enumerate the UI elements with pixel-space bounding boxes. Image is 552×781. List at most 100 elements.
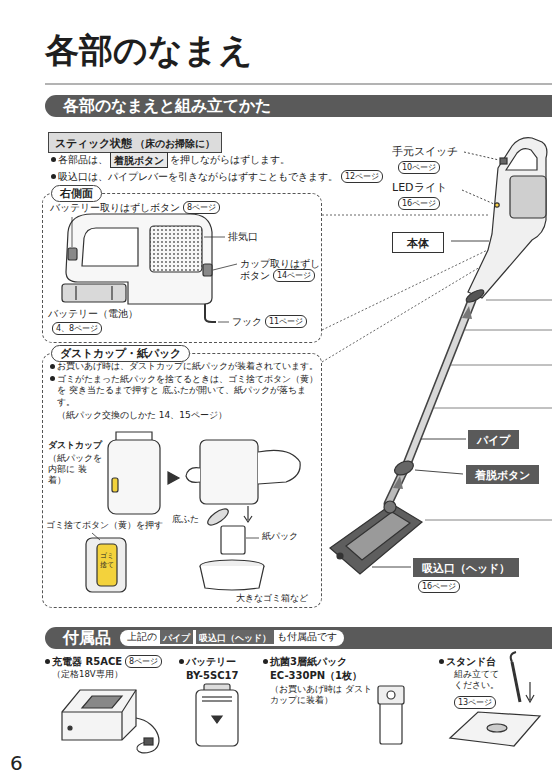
stand (450, 712, 540, 746)
charger (62, 690, 136, 740)
battery-release-button (68, 248, 77, 260)
note-text: も付属品です (277, 631, 337, 643)
bullet-text: 吸込口は、パイプレバーを引きながらはずすこともできます。 (58, 170, 338, 183)
charger (62, 690, 136, 740)
handle-hole (82, 228, 138, 266)
page-ref: 11ページ (265, 315, 307, 328)
button-name-box: 着脱ボタン (110, 152, 168, 168)
box-text: パイプ (477, 434, 510, 446)
paper-bag-accessory (378, 686, 404, 744)
leader-line (92, 533, 100, 540)
paper-bag-accessory (387, 691, 395, 699)
accessory-name: スタンド台 (446, 655, 496, 668)
part-label: 手元スイッチ (392, 145, 458, 159)
yellow-button (112, 478, 118, 492)
accessory-note: （お買いあげ時は ダストカップに装着） (270, 684, 374, 706)
accessory-note: 組み立てて ください。 (454, 669, 504, 691)
bullet-text: 各部品は、 (58, 153, 108, 166)
part-label: 底ふた (172, 514, 199, 526)
dust-cup-clip (116, 432, 152, 440)
part-label: バッテリー取りはずしボタン (50, 202, 180, 214)
box-text: 着脱ボタン (475, 469, 530, 481)
charger (144, 738, 153, 745)
page-ref: 8ページ (125, 655, 162, 668)
accessory-name: 充電器 R5ACE (52, 655, 122, 668)
detail-link (322, 252, 505, 362)
bullet-text: お買いあげ時は、ダストカップに紙パックが装着されています。 (57, 361, 320, 373)
button-icon (86, 538, 126, 592)
note-text: 上記の (127, 631, 157, 643)
charger (62, 690, 159, 753)
step-arrow (168, 472, 179, 484)
leader-line (218, 322, 229, 323)
thumb (186, 468, 200, 483)
accessory-name: バッテリー (186, 655, 236, 668)
part-label: 大きなゴミ箱など (236, 593, 308, 604)
edge-leader (425, 300, 552, 520)
head-wheel (337, 553, 343, 559)
joint-ring (464, 288, 485, 305)
part-label-box: 吸込口（ヘッド） (413, 558, 519, 577)
edge-leader (451, 365, 552, 366)
accessory-name: 抗菌3層紙パック (270, 655, 347, 668)
dust-cup (108, 440, 160, 514)
bullet-dot (439, 659, 444, 664)
mode-tag: スティック状態（床のお掃除に） (48, 132, 222, 153)
page-number: 6 (10, 750, 23, 776)
handle-side-view (62, 214, 216, 322)
insert-arrow (462, 306, 472, 319)
battery-accessory (202, 696, 232, 697)
part-label-box: 着脱ボタン (466, 465, 539, 484)
part-label: （紙パックを 内部に 装着） (48, 453, 104, 486)
bullet-text: ゴミがたまった紙パックを捨てるときは、ゴミ捨てボタン（黄）を 突き当たるまで押す… (57, 374, 320, 409)
bullet-dot (50, 376, 55, 381)
battery-accessory (202, 700, 232, 701)
paper-bag (221, 526, 245, 554)
page-ref: 16ページ (398, 197, 440, 210)
head (330, 504, 422, 574)
part-label-box: パイプ (468, 430, 519, 449)
part-label-box: 吸込口（ヘッド） (196, 630, 274, 644)
vacuum-stick (330, 138, 547, 574)
release-collar (392, 458, 415, 477)
box-text: スティック状態 (55, 137, 132, 150)
note-text: （紙パック交換のしかた 14、15ページ） (57, 410, 227, 422)
part-box: 本体 (392, 232, 444, 253)
edge-leader (434, 408, 552, 409)
part-label: バッテリー（電池） (48, 308, 138, 320)
part-label: 紙パック (262, 531, 298, 543)
insert-arrow (393, 476, 403, 489)
leader-line (462, 190, 494, 204)
bullet-dot (51, 157, 56, 162)
head-top (346, 512, 410, 560)
led (495, 203, 499, 207)
model-number: EC-330PN（1枚） (270, 669, 362, 682)
button-text: ゴミ 捨て (100, 552, 115, 570)
leader-line (92, 533, 259, 540)
stand (487, 724, 507, 732)
edge-leader (486, 300, 552, 301)
bullet-text: を押しながらはずします。 (170, 153, 290, 166)
paper-bag-accessory (378, 686, 404, 704)
body (468, 138, 547, 298)
stand (526, 682, 534, 702)
stand (511, 652, 516, 662)
box-text: 右側面 (51, 185, 102, 202)
pipe-outline (407, 300, 472, 464)
battery-pack (62, 284, 126, 302)
dust-cup-figure (86, 432, 300, 592)
hook (205, 304, 216, 322)
box-text: ダストカップ・紙パック (51, 345, 190, 362)
charger (136, 718, 159, 753)
battery (510, 176, 546, 218)
box-text: 付属品 (45, 628, 111, 647)
fall-arrow (244, 506, 252, 522)
exhaust-grille (150, 226, 202, 272)
body-outline (66, 214, 212, 304)
bullet-dot (179, 659, 184, 664)
part-label: 排気口 (228, 231, 258, 243)
dust-cup-open (200, 440, 258, 504)
leader-line (372, 567, 411, 568)
leader-line (246, 538, 259, 539)
